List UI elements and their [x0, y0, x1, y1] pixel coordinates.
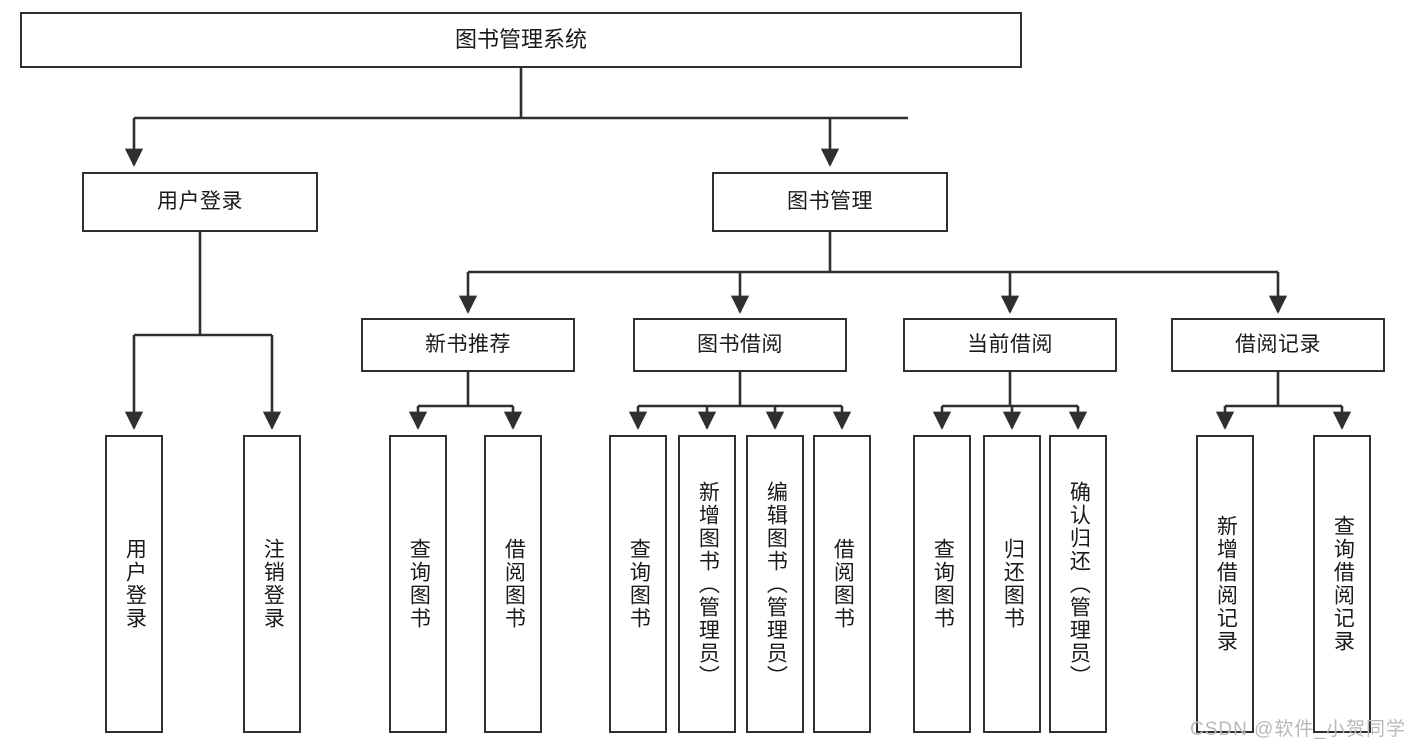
leaf-borrow-books-borrow: 借阅图书: [813, 435, 871, 733]
leaf-return-books: 归还图书: [983, 435, 1041, 733]
leaf-search-books-recommend-label: 查询图书: [407, 538, 431, 630]
leaf-search-books-borrow: 查询图书: [609, 435, 667, 733]
node-borrow-record-label: 借阅记录: [1235, 332, 1321, 356]
node-new-book-recommend-label: 新书推荐: [425, 332, 511, 356]
leaf-add-book-admin: 新增图书（管理员）: [678, 435, 736, 733]
leaf-confirm-return-admin-label: 确认归还（管理员）: [1067, 480, 1091, 688]
leaf-user-login: 用户登录: [105, 435, 163, 733]
node-user-login: 用户登录: [82, 172, 318, 232]
node-root-label: 图书管理系统: [454, 27, 587, 53]
leaf-user-login-label: 用户登录: [123, 538, 147, 630]
node-borrow-record: 借阅记录: [1171, 318, 1385, 372]
leaf-edit-book-admin: 编辑图书（管理员）: [746, 435, 804, 733]
node-current-borrow: 当前借阅: [903, 318, 1117, 372]
node-book-borrow: 图书借阅: [633, 318, 847, 372]
leaf-add-borrow-record-label: 新增借阅记录: [1214, 515, 1238, 653]
leaf-search-books-current-label: 查询图书: [931, 538, 955, 630]
leaf-logout: 注销登录: [243, 435, 301, 733]
node-book-management-label: 图书管理: [787, 189, 873, 213]
leaf-search-borrow-record: 查询借阅记录: [1313, 435, 1371, 733]
leaf-borrow-books-recommend: 借阅图书: [484, 435, 542, 733]
leaf-search-books-recommend: 查询图书: [389, 435, 447, 733]
leaf-logout-label: 注销登录: [261, 538, 285, 630]
node-user-login-label: 用户登录: [157, 189, 243, 213]
node-book-management: 图书管理: [712, 172, 948, 232]
node-new-book-recommend: 新书推荐: [361, 318, 575, 372]
leaf-edit-book-admin-label: 编辑图书（管理员）: [764, 480, 788, 688]
leaf-search-books-current: 查询图书: [913, 435, 971, 733]
node-book-borrow-label: 图书借阅: [697, 332, 783, 356]
node-root: 图书管理系统: [20, 12, 1022, 68]
leaf-search-books-borrow-label: 查询图书: [627, 538, 651, 630]
leaf-return-books-label: 归还图书: [1001, 538, 1025, 630]
leaf-confirm-return-admin: 确认归还（管理员）: [1049, 435, 1107, 733]
leaf-add-book-admin-label: 新增图书（管理员）: [696, 480, 720, 688]
leaf-search-borrow-record-label: 查询借阅记录: [1331, 515, 1355, 653]
leaf-borrow-books-recommend-label: 借阅图书: [502, 538, 526, 630]
leaf-add-borrow-record: 新增借阅记录: [1196, 435, 1254, 733]
node-current-borrow-label: 当前借阅: [967, 332, 1053, 356]
leaf-borrow-books-borrow-label: 借阅图书: [831, 538, 855, 630]
